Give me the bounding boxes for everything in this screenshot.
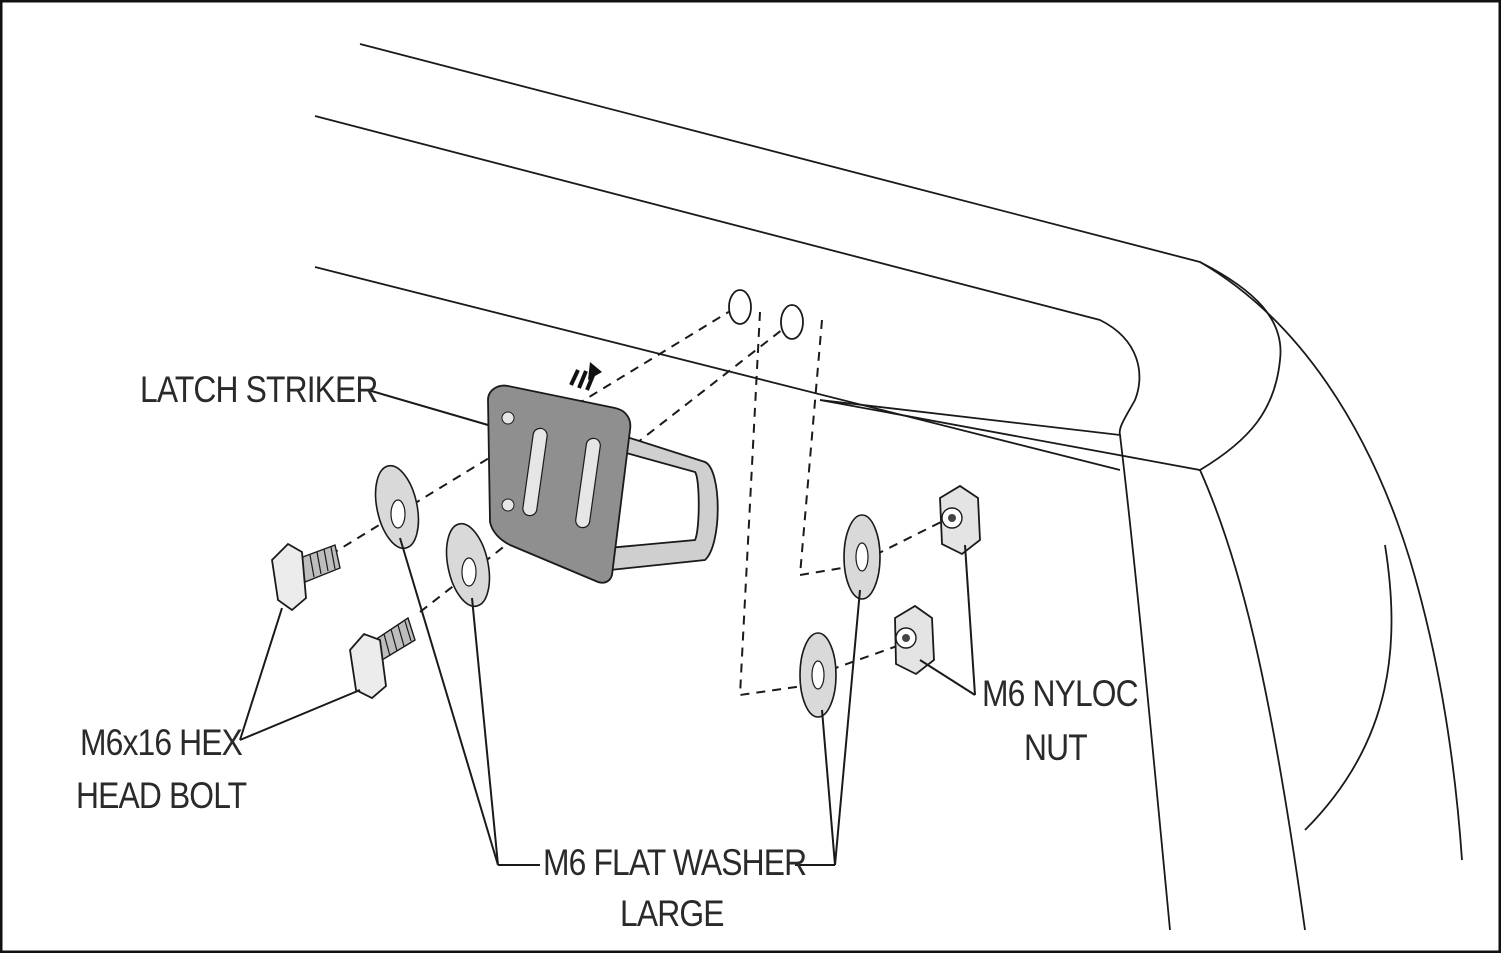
- hex-bolt-label-line2: HEAD BOLT: [76, 775, 247, 816]
- latch-striker-part: [487, 384, 719, 584]
- direction-arrow-icon: [569, 362, 602, 391]
- washer-label-line1: M6 FLAT WASHER: [543, 842, 807, 883]
- flat-washer-part: [374, 464, 420, 550]
- flat-washer-part: [445, 522, 491, 608]
- nyloc-nut-part: [939, 484, 981, 556]
- assembly-guide-lines: [329, 304, 946, 697]
- hex-head-bolt-part: [349, 616, 416, 700]
- nyloc-nut-label-line2: NUT: [1024, 727, 1088, 768]
- nyloc-nut-label-line1: M6 NYLOC: [982, 673, 1139, 714]
- washer-label-line2: LARGE: [620, 893, 724, 934]
- hex-head-bolt-part: [271, 542, 341, 612]
- nyloc-nut-part: [894, 604, 935, 676]
- latch-striker-label: LATCH STRIKER: [140, 369, 378, 410]
- leader-lines: [239, 389, 976, 866]
- flat-washer-part: [799, 632, 837, 718]
- hex-bolt-label-line1: M6x16 HEX: [80, 722, 243, 763]
- panel-hole-icon: [728, 289, 752, 325]
- body-panel-outline: [314, 43, 1463, 931]
- panel-hole-icon: [780, 304, 804, 340]
- flat-washer-part: [843, 514, 881, 600]
